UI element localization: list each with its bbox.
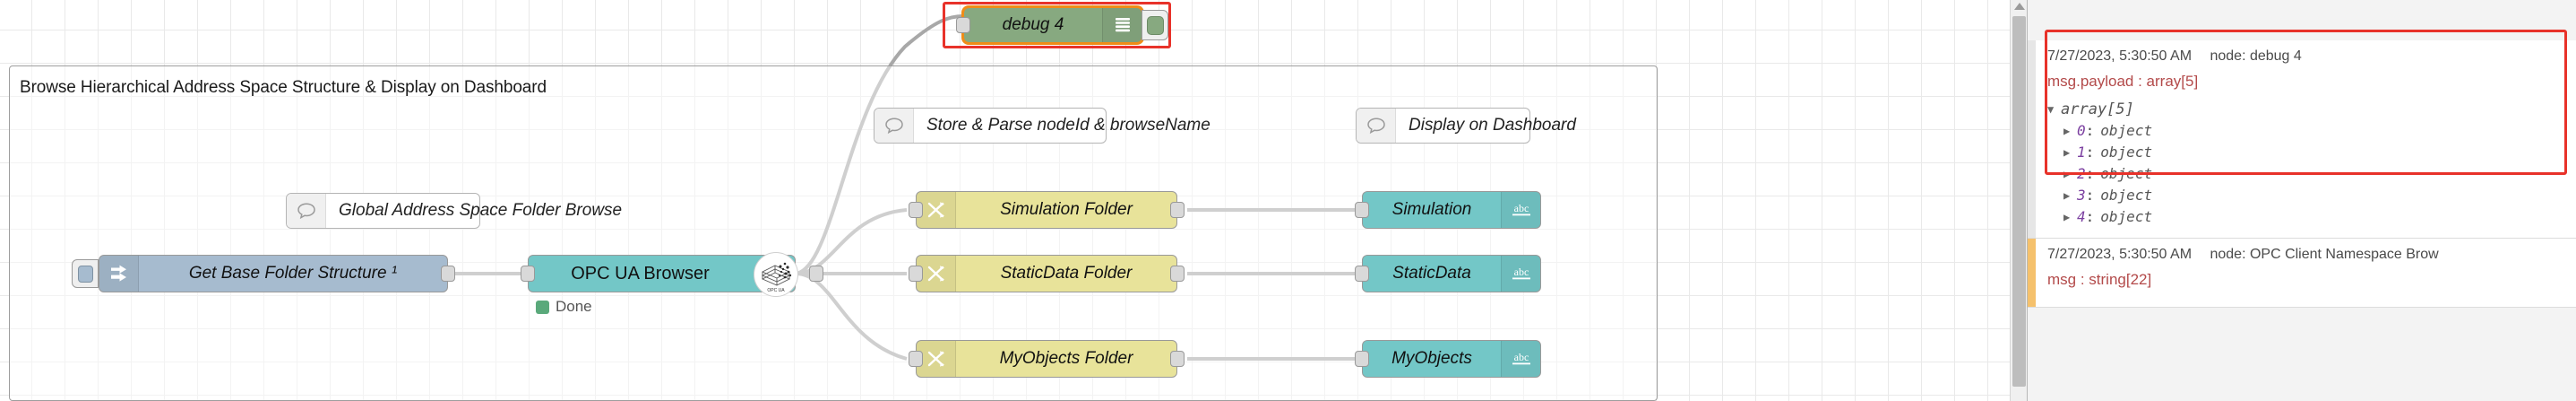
tree-row[interactable]: ▶ 2: object — [2063, 165, 2153, 182]
debug-timestamp: 7/27/2023, 5:30:50 AM — [2047, 247, 2193, 262]
debug-sidebar-panel[interactable]: 7/27/2023, 5:30:50 AM node: debug 4 msg.… — [2027, 0, 2576, 401]
debug-message-item[interactable]: 7/27/2023, 5:30:50 AM node: debug 4 msg.… — [2028, 40, 2576, 239]
svg-text:abc: abc — [1513, 351, 1529, 363]
status-dot-icon — [536, 300, 549, 314]
node-function-myobjects-folder[interactable]: MyObjects Folder — [909, 340, 1185, 378]
inject-trigger-button[interactable] — [72, 259, 99, 288]
node-ui-text-staticdata[interactable]: StaticData abc — [1355, 255, 1541, 292]
node-function-simulation-folder[interactable]: Simulation Folder — [909, 191, 1185, 229]
debug-message-topic: msg.payload : array[5] — [2047, 73, 2199, 90]
scrollbar-thumb[interactable] — [2012, 16, 2026, 387]
inject-arrow-icon — [99, 256, 139, 292]
chevron-right-icon[interactable]: ▶ — [2063, 189, 2071, 202]
status-label: Done — [556, 298, 592, 315]
function-icon — [917, 192, 956, 228]
function-icon — [917, 256, 956, 292]
chevron-right-icon[interactable]: ▶ — [2063, 146, 2071, 159]
node-label: Get Base Folder Structure ¹ — [188, 264, 398, 283]
flow-group-title: Browse Hierarchical Address Space Struct… — [20, 78, 547, 97]
node-label: MyObjects — [1391, 349, 1472, 368]
tree-item-key: 0 — [2077, 122, 2086, 139]
tree-item-value: object — [2100, 144, 2153, 161]
tree-item-value: object — [2100, 187, 2153, 204]
node-label: OPC UA Browser — [571, 263, 710, 283]
node-debug-4[interactable]: debug 4 — [956, 5, 1168, 45]
debug-toggle-button[interactable] — [1142, 10, 1168, 40]
node-label: Display on Dashboard — [1409, 116, 1576, 135]
tree-item-key: 1 — [2077, 144, 2086, 161]
node-input-port[interactable] — [1355, 266, 1369, 282]
chevron-right-icon[interactable]: ▶ — [2063, 211, 2071, 223]
node-output-port[interactable] — [441, 266, 455, 282]
node-comment-display-dashboard[interactable]: Display on Dashboard — [1356, 108, 1576, 144]
tree-item-value: object — [2100, 208, 2153, 225]
node-input-port[interactable] — [909, 202, 923, 218]
svg-text:abc: abc — [1513, 202, 1529, 214]
node-ui-text-simulation[interactable]: Simulation abc — [1355, 191, 1541, 229]
function-icon — [917, 341, 956, 377]
tree-item-value: object — [2100, 165, 2153, 182]
flow-canvas[interactable]: Browse Hierarchical Address Space Struct… — [0, 0, 2027, 401]
chevron-right-icon[interactable]: ▶ — [2063, 168, 2071, 180]
debug-message-header: 7/27/2023, 5:30:50 AM node: debug 4 — [2047, 48, 2563, 65]
abc-icon: abc — [1501, 256, 1540, 292]
node-output-port[interactable] — [1170, 266, 1185, 282]
node-input-port[interactable] — [1355, 351, 1369, 367]
node-input-port[interactable] — [909, 266, 923, 282]
node-comment-store-parse[interactable]: Store & Parse nodeId & browseName — [874, 108, 1210, 144]
debug-source-node: node: debug 4 — [2210, 48, 2302, 64]
debug-source-node: node: OPC Client Namespace Brow — [2210, 247, 2439, 262]
node-label: debug 4 — [1002, 15, 1064, 34]
node-inject-get-base-folder-structure[interactable]: Get Base Folder Structure ¹ — [72, 255, 455, 292]
abc-icon: abc — [1501, 192, 1540, 228]
debug-lines-icon — [1102, 8, 1142, 42]
node-status-done: Done — [536, 298, 592, 316]
node-function-staticdata-folder[interactable]: StaticData Folder — [909, 255, 1185, 292]
tree-item-key: 2 — [2077, 165, 2086, 182]
tree-item-key: 4 — [2077, 208, 2086, 225]
node-label: Global Address Space Folder Browse — [339, 201, 623, 220]
node-input-port[interactable] — [1355, 202, 1369, 218]
comment-bubble-icon — [874, 109, 914, 143]
node-output-port[interactable] — [1170, 202, 1185, 218]
svg-text:OPC UA: OPC UA — [767, 288, 785, 293]
node-label: Simulation — [1391, 200, 1472, 219]
opc-ua-logo-icon: OPC UA — [752, 252, 798, 297]
chevron-down-icon[interactable]: ▼ — [2047, 103, 2055, 116]
node-label: StaticData Folder — [1000, 264, 1133, 283]
node-output-port[interactable] — [1170, 351, 1185, 367]
node-label: StaticData — [1392, 264, 1471, 283]
tree-row[interactable]: ▶ 0: object — [2063, 122, 2153, 139]
node-label: Store & Parse nodeId & browseName — [926, 116, 1210, 135]
chevron-right-icon[interactable]: ▶ — [2063, 125, 2071, 137]
debug-message-header: 7/27/2023, 5:30:50 AM node: OPC Client N… — [2047, 247, 2563, 263]
tree-row-root[interactable]: ▼ array[5] — [2047, 99, 2563, 120]
debug-timestamp: 7/27/2023, 5:30:50 AM — [2047, 48, 2193, 64]
debug-message-item[interactable]: 7/27/2023, 5:30:50 AM node: OPC Client N… — [2028, 239, 2576, 308]
abc-icon: abc — [1501, 341, 1540, 377]
node-output-port[interactable] — [809, 266, 823, 282]
tree-item-key: 3 — [2077, 187, 2086, 204]
svg-text:abc: abc — [1513, 266, 1529, 278]
canvas-scrollbar[interactable] — [2010, 0, 2027, 401]
node-input-port[interactable] — [521, 266, 535, 282]
comment-bubble-icon — [287, 194, 326, 228]
scroll-up-arrow-icon[interactable] — [2014, 3, 2025, 10]
node-ui-text-myobjects[interactable]: MyObjects abc — [1355, 340, 1541, 378]
tree-item-value: object — [2100, 122, 2153, 139]
node-label: MyObjects Folder — [999, 349, 1133, 368]
node-input-port[interactable] — [909, 351, 923, 367]
tree-row[interactable]: ▶ 1: object — [2063, 144, 2153, 161]
debug-message-topic: msg : string[22] — [2047, 271, 2152, 288]
debug-payload-tree[interactable]: ▼ array[5] ▶ 0: object ▶ 1: object ▶ 2: … — [2047, 99, 2563, 228]
node-comment-global-browse[interactable]: Global Address Space Folder Browse — [286, 193, 622, 229]
tree-root-label: array[5] — [2061, 100, 2134, 118]
tree-row[interactable]: ▶ 4: object — [2063, 208, 2153, 225]
node-opc-ua-browser[interactable]: OPC UA Browser — [521, 252, 823, 315]
node-input-port[interactable] — [956, 17, 970, 33]
tree-row[interactable]: ▶ 3: object — [2063, 187, 2153, 204]
node-label: Simulation Folder — [1000, 200, 1133, 219]
comment-bubble-icon — [1357, 109, 1396, 143]
